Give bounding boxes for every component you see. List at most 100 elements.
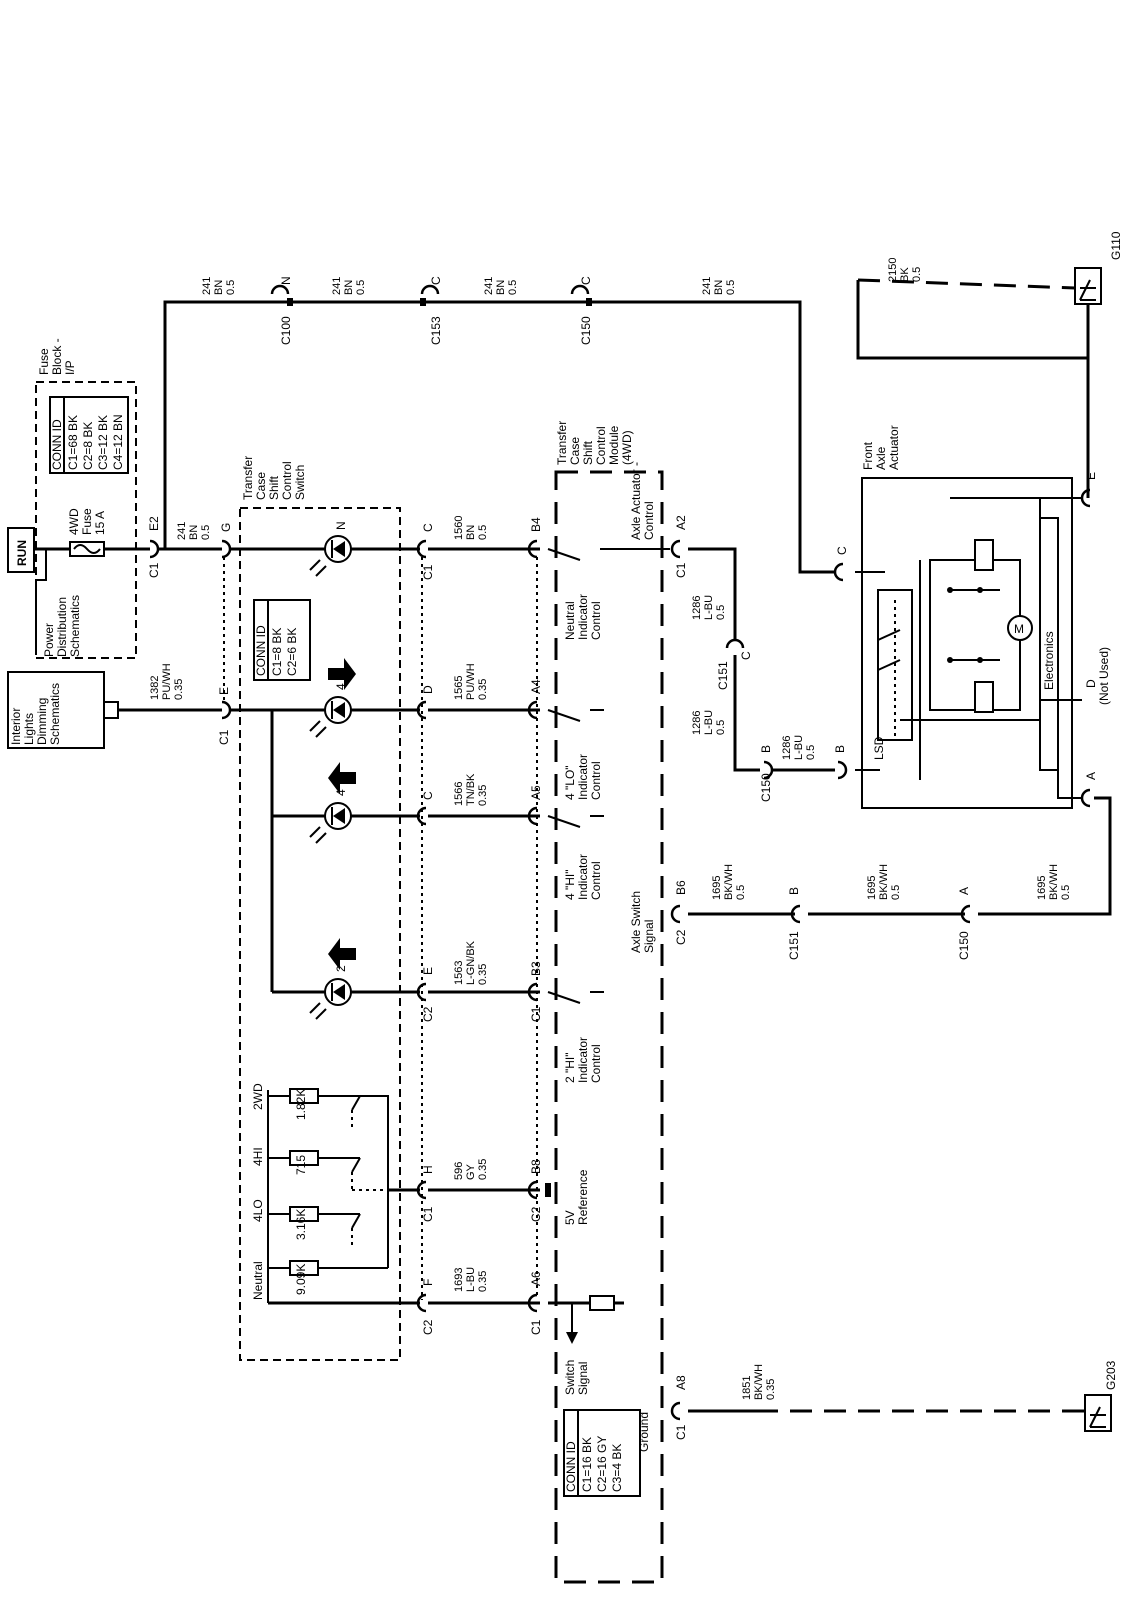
arrow-right-icon bbox=[328, 658, 356, 690]
module-title: TransferCaseShiftControlModule(4WD) bbox=[555, 421, 634, 465]
svg-text:5VReference: 5VReference bbox=[563, 1169, 590, 1225]
svg-text:1566TN/BK0.35: 1566TN/BK0.35 bbox=[453, 773, 489, 806]
connector-c1-e2 bbox=[149, 539, 160, 559]
tc-switch-conn-id-table: CONN ID C1=8 BK C2=6 BK bbox=[253, 599, 311, 681]
svg-text:PowerDistributionSchematics: PowerDistributionSchematics bbox=[42, 595, 82, 657]
svg-text:C150: C150 bbox=[579, 316, 593, 345]
svg-text:G: G bbox=[219, 523, 233, 532]
svg-text:B3: B3 bbox=[529, 961, 543, 976]
module-ground: Ground A8 C1 1851BK/WH0.35 G203 bbox=[637, 1360, 1118, 1452]
svg-text:C4=12 BN: C4=12 BN bbox=[111, 414, 125, 470]
svg-text:4WDFuse15 A: 4WDFuse15 A bbox=[67, 508, 107, 535]
svg-text:B4: B4 bbox=[529, 517, 543, 532]
svg-text:G203: G203 bbox=[1104, 1360, 1118, 1390]
lamp-4-c: 4 bbox=[309, 789, 352, 844]
fuse-conn-id-table: CONN ID C1=68 BK C2=8 BK C3=12 BK C4=12 … bbox=[49, 396, 129, 474]
svg-text:C151: C151 bbox=[787, 931, 801, 960]
svg-text:C1: C1 bbox=[529, 1319, 543, 1335]
svg-text:1695BK/WH0.5: 1695BK/WH0.5 bbox=[1036, 864, 1072, 900]
tc-switch-boundary bbox=[239, 507, 401, 1361]
resistor-ladder: 1.82K 715 3.16K 9.09K 2WD 4HI 4LO Neutra… bbox=[251, 1083, 420, 1305]
svg-text:C: C bbox=[429, 276, 443, 285]
svg-text:C1: C1 bbox=[217, 729, 231, 745]
svg-text:D: D bbox=[1084, 679, 1098, 688]
svg-text:C1: C1 bbox=[147, 562, 161, 578]
svg-text:B: B bbox=[833, 745, 847, 753]
svg-text:C: C bbox=[421, 523, 435, 532]
svg-text:(Not Used): (Not Used) bbox=[1097, 647, 1111, 705]
actuator-internals: Electronics M LSD bbox=[855, 497, 1082, 799]
svg-text:A2: A2 bbox=[674, 515, 688, 530]
svg-text:2 "HI"IndicatorControl: 2 "HI"IndicatorControl bbox=[563, 1037, 603, 1083]
svg-text:1382PU/WH0.35: 1382PU/WH0.35 bbox=[149, 663, 185, 700]
svg-text:SwitchSignal: SwitchSignal bbox=[563, 1360, 590, 1395]
svg-text:LSD: LSD bbox=[872, 736, 886, 760]
svg-text:NeutralIndicatorControl: NeutralIndicatorControl bbox=[563, 594, 603, 640]
svg-text:C1: C1 bbox=[421, 1206, 435, 1222]
connector-c150-c: C C150 bbox=[570, 276, 593, 345]
svg-text:C1: C1 bbox=[674, 562, 688, 578]
svg-text:C3=4 BK: C3=4 BK bbox=[610, 1444, 624, 1492]
axle-actuator-control: Axle Actuator -Control A2 C1 1286L-BU0.5… bbox=[612, 462, 848, 802]
connector-c153: C C153 bbox=[420, 276, 443, 345]
lamp-2-e: 2 bbox=[309, 965, 352, 1020]
svg-text:4: 4 bbox=[334, 683, 348, 690]
svg-text:C2: C2 bbox=[529, 1206, 543, 1222]
actuator-title: FrontAxleActuator bbox=[861, 425, 901, 470]
svg-text:241BN0.5: 241BN0.5 bbox=[176, 522, 212, 540]
actuator-connectors: C E A D (Not Used) bbox=[833, 304, 1111, 808]
svg-text:C2: C2 bbox=[674, 929, 688, 945]
wire-241-bn bbox=[158, 300, 835, 574]
run-label: RUN bbox=[15, 540, 29, 566]
interior-lights-box: InteriorLightsDimmingSchematics bbox=[7, 671, 119, 749]
svg-text:C1=8 BK: C1=8 BK bbox=[270, 628, 284, 676]
svg-text:C3=12 BK: C3=12 BK bbox=[96, 415, 110, 470]
svg-text:1693L-BU0.35: 1693L-BU0.35 bbox=[453, 1267, 489, 1292]
svg-text:C: C bbox=[739, 651, 753, 660]
svg-text:241BN0.5: 241BN0.5 bbox=[701, 277, 737, 295]
ground-g110: G110 bbox=[1074, 231, 1123, 305]
svg-text:241BN0.5: 241BN0.5 bbox=[201, 277, 237, 295]
module-boundary bbox=[554, 470, 664, 1584]
arrow-left-icon-2 bbox=[328, 938, 356, 970]
svg-text:1695BK/WH0.5: 1695BK/WH0.5 bbox=[711, 864, 747, 900]
svg-text:Axle Actuator -Control: Axle Actuator -Control bbox=[629, 462, 656, 540]
svg-text:2: 2 bbox=[334, 965, 348, 972]
svg-text:A4: A4 bbox=[529, 679, 543, 694]
svg-text:B: B bbox=[787, 887, 801, 895]
svg-text:C150: C150 bbox=[759, 773, 773, 802]
svg-text:C150: C150 bbox=[957, 931, 971, 960]
svg-text:4: 4 bbox=[334, 789, 348, 796]
module-connectors-left: B4 A4 A5 B3 C1 B8 C2 A6 C1 bbox=[527, 517, 543, 1335]
svg-text:1286L-BU0.5: 1286L-BU0.5 bbox=[691, 710, 727, 735]
svg-text:F: F bbox=[421, 1279, 435, 1286]
svg-text:4 "HI"IndicatorControl: 4 "HI"IndicatorControl bbox=[563, 854, 603, 900]
svg-text:H: H bbox=[421, 1165, 435, 1174]
svg-text:C2=16 GY: C2=16 GY bbox=[595, 1436, 609, 1492]
fuse-block-boundary bbox=[35, 381, 137, 659]
svg-text:1563L-GN/BK0.35: 1563L-GN/BK0.35 bbox=[453, 940, 489, 985]
svg-text:1286L-BU0.5: 1286L-BU0.5 bbox=[691, 595, 727, 620]
svg-text:1.82K: 1.82K bbox=[294, 1089, 308, 1120]
svg-text:C153: C153 bbox=[429, 316, 443, 345]
svg-text:A5: A5 bbox=[529, 785, 543, 800]
svg-text:C1: C1 bbox=[674, 1424, 688, 1440]
svg-text:C1=68 BK: C1=68 BK bbox=[66, 415, 80, 470]
front-axle-actuator-box bbox=[861, 477, 1073, 809]
svg-text:C1=16 BK: C1=16 BK bbox=[580, 1437, 594, 1492]
svg-text:CONN ID: CONN ID bbox=[564, 1441, 578, 1492]
svg-text:E2: E2 bbox=[147, 516, 161, 531]
module-conn-id-table: CONN ID C1=16 BK C2=16 GY C3=4 BK bbox=[563, 1409, 641, 1497]
svg-text:A: A bbox=[957, 887, 971, 895]
svg-text:C: C bbox=[579, 276, 593, 285]
svg-text:CONN ID: CONN ID bbox=[254, 625, 268, 676]
svg-text:Electronics: Electronics bbox=[1042, 631, 1056, 690]
svg-text:E: E bbox=[1084, 472, 1098, 480]
connector-c100: N C100 bbox=[270, 276, 293, 345]
wire-2150-bk bbox=[856, 280, 1090, 360]
svg-text:C2: C2 bbox=[421, 1006, 435, 1022]
svg-text:4LO: 4LO bbox=[251, 1199, 265, 1222]
svg-text:596GY0.35: 596GY0.35 bbox=[453, 1159, 489, 1180]
svg-text:CONN ID: CONN ID bbox=[50, 419, 64, 470]
